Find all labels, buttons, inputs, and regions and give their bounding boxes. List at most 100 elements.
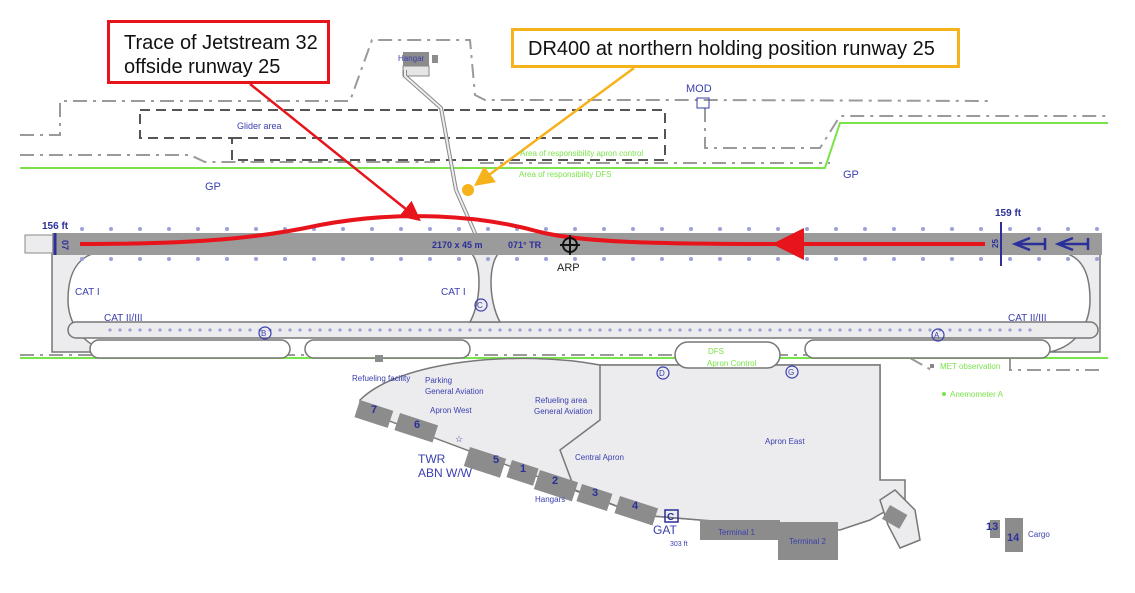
runway-light: [892, 257, 896, 261]
runway-light: [254, 257, 258, 261]
taxiway-light: [948, 328, 952, 332]
runway-light: [776, 257, 780, 261]
runway-light: [660, 227, 664, 231]
tower-star-icon: ☆: [455, 434, 463, 444]
abn-label: ABN W/W: [418, 466, 473, 480]
taxiway-light: [828, 328, 832, 332]
runway-light: [544, 257, 548, 261]
taxiway-light: [618, 328, 622, 332]
taxiway-g: G: [788, 368, 794, 377]
cat1-west-label: CAT I: [75, 287, 100, 298]
taxiway-light: [848, 328, 852, 332]
taxiway-light: [898, 328, 902, 332]
runway-light: [1037, 257, 1041, 261]
taxiway-light: [348, 328, 352, 332]
taxiway-light: [668, 328, 672, 332]
taxiway-light: [388, 328, 392, 332]
taxiway-light: [728, 328, 732, 332]
refueling-area-label-2: General Aviation: [534, 407, 593, 416]
taxiway-light: [478, 328, 482, 332]
taxiway-light: [368, 328, 372, 332]
glider-area-label: Glider area: [237, 121, 282, 131]
runway-light: [341, 227, 345, 231]
anemometer-icon: [942, 392, 946, 396]
runway-light: [689, 257, 693, 261]
runway-light: [341, 257, 345, 261]
taxiway-light: [108, 328, 112, 332]
taxiway-a: A: [934, 331, 940, 340]
taxiway-light: [1008, 328, 1012, 332]
taxiway-d: D: [659, 369, 665, 378]
dfs-label: DFS: [708, 347, 724, 356]
runway-light: [892, 227, 896, 231]
refueling-area-label-1: Refueling area: [535, 396, 588, 405]
taxiway-light: [358, 328, 362, 332]
building-7: 7: [371, 404, 377, 416]
taxiway-light: [758, 328, 762, 332]
runway-light: [515, 257, 519, 261]
runway-light: [834, 257, 838, 261]
taxiway-light: [678, 328, 682, 332]
runway-light: [138, 257, 142, 261]
dr400-position-marker: [462, 184, 474, 196]
taxiway-light: [328, 328, 332, 332]
met-icon: [930, 364, 934, 368]
parking-ga-label-2: General Aviation: [425, 387, 484, 396]
taxiway-light: [648, 328, 652, 332]
runway-light: [457, 227, 461, 231]
runway-light: [109, 227, 113, 231]
met-label: MET observation: [940, 362, 1000, 371]
dr400-callout: DR400 at northern holding position runwa…: [511, 28, 960, 68]
taxiway-light: [738, 328, 742, 332]
taxiway-light: [168, 328, 172, 332]
taxiway-light: [298, 328, 302, 332]
taxiway-light: [318, 328, 322, 332]
apron-areas: [51, 251, 1101, 549]
runway-light: [979, 257, 983, 261]
elevation-east: 159 ft: [995, 208, 1022, 219]
taxiway-light: [888, 328, 892, 332]
runway-light: [399, 257, 403, 261]
taxiway-light: [528, 328, 532, 332]
elevation-west: 156 ft: [42, 221, 69, 232]
dr400-callout-pointer: [473, 66, 635, 186]
dr400-callout-text: DR400 at northern holding position runwa…: [528, 38, 935, 60]
taxiway-light: [868, 328, 872, 332]
building-2: 2: [552, 475, 558, 487]
runway-light: [602, 227, 606, 231]
taxiway-light: [988, 328, 992, 332]
taxiway-light: [238, 328, 242, 332]
taxiway-light: [568, 328, 572, 332]
resp-apron-label: Area of responsibility apron control: [520, 149, 643, 158]
taxiway-light: [708, 328, 712, 332]
building-13: 13: [986, 521, 998, 533]
taxiway-light: [808, 328, 812, 332]
taxiway-light: [928, 328, 932, 332]
taxiway-light: [448, 328, 452, 332]
mod-label: MOD: [686, 83, 712, 95]
hangars-label: Hangars: [535, 495, 565, 504]
apron-control-label: Apron Control: [707, 359, 757, 368]
arp-label: ARP: [557, 262, 580, 274]
gat-label: GAT: [653, 523, 677, 537]
taxiway-light: [338, 328, 342, 332]
jetstream-callout-line1: Trace of Jetstream 32: [124, 32, 318, 54]
taxiway-light: [428, 328, 432, 332]
taxiway-light: [908, 328, 912, 332]
gat-elevation: 303 ft: [670, 541, 688, 548]
runway-light: [167, 227, 171, 231]
taxiway-light: [578, 328, 582, 332]
building-4: 4: [632, 500, 639, 512]
runway-heading: 071° TR: [508, 240, 542, 250]
displaced-threshold-arrows: [1011, 236, 1090, 252]
runway-light: [602, 257, 606, 261]
runway-light: [718, 257, 722, 261]
taxiway-light: [1018, 328, 1022, 332]
runway-light: [167, 257, 171, 261]
buildings: [354, 355, 1023, 560]
runway-light: [80, 227, 84, 231]
taxiway-light: [698, 328, 702, 332]
anemometer-label: Anemometer A: [950, 390, 1004, 399]
taxiway-light: [538, 328, 542, 332]
taxiway-light: [498, 328, 502, 332]
